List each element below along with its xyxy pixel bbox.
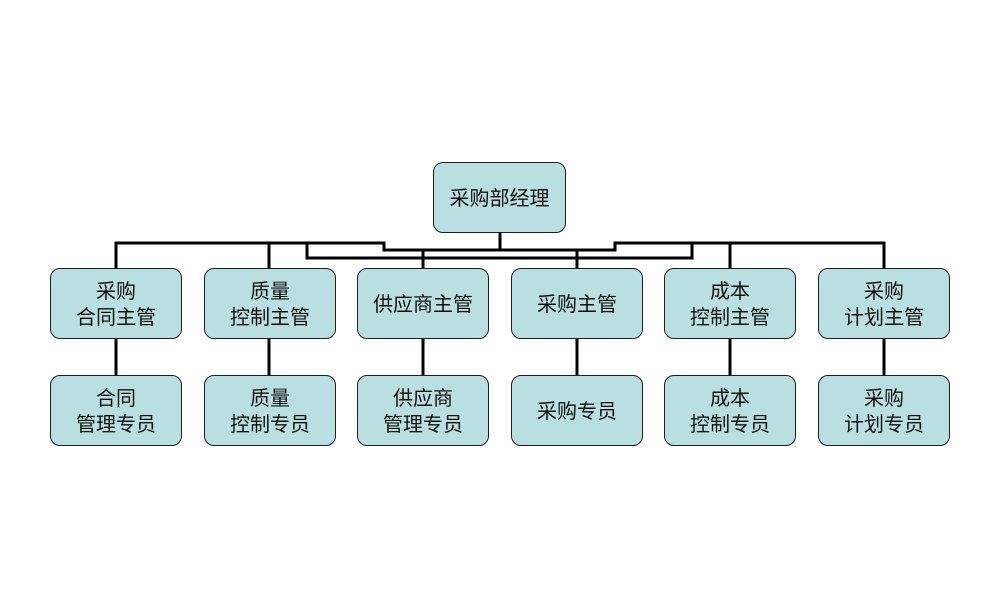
node-label-line: 供应商 — [393, 385, 453, 410]
connector-left-inner — [267, 241, 579, 270]
node-supplier-supervisor: 供应商主管 — [357, 268, 489, 339]
node-purchasing-supervisor: 采购主管 — [511, 268, 643, 339]
node-label-line: 采购 — [864, 278, 904, 303]
node-quality-supervisor: 质量 控制主管 — [204, 268, 336, 339]
node-label-line: 成本 — [710, 278, 750, 303]
node-label-line: 控制专员 — [230, 411, 310, 436]
node-purchasing-manager: 采购部经理 — [433, 162, 566, 233]
node-contract-supervisor: 采购 合同主管 — [50, 268, 182, 339]
node-planning-specialist: 采购 计划专员 — [818, 375, 950, 446]
node-cost-specialist: 成本 控制专员 — [664, 375, 796, 446]
node-planning-supervisor: 采购 计划主管 — [818, 268, 950, 339]
node-supplier-specialist: 供应商 管理专员 — [357, 375, 489, 446]
node-label-line: 控制主管 — [690, 304, 770, 329]
node-quality-specialist: 质量 控制专员 — [204, 375, 336, 446]
node-purchasing-specialist: 采购专员 — [511, 375, 643, 446]
node-contract-specialist: 合同 管理专员 — [50, 375, 182, 446]
node-cost-supervisor: 成本 控制主管 — [664, 268, 796, 339]
node-label-line: 采购专员 — [537, 398, 617, 423]
node-label-line: 采购主管 — [537, 291, 617, 316]
node-label-line: 供应商主管 — [373, 291, 473, 316]
node-label-line: 质量 — [250, 385, 290, 410]
node-label-line: 质量 — [250, 278, 290, 303]
node-label-line: 计划专员 — [844, 411, 924, 436]
node-label-line: 管理专员 — [76, 411, 156, 436]
connector-right-inner — [575, 241, 732, 270]
connector-right-outer — [498, 241, 886, 270]
node-label-line: 管理专员 — [383, 411, 463, 436]
node-label-line: 采购 — [96, 278, 136, 303]
node-label-line: 控制主管 — [230, 304, 310, 329]
node-label-line: 采购 — [864, 385, 904, 410]
node-label-line: 计划主管 — [844, 304, 924, 329]
node-label-line: 合同主管 — [76, 304, 156, 329]
node-label-line: 成本 — [710, 385, 750, 410]
node-label-line: 控制专员 — [690, 411, 770, 436]
node-label-line: 采购部经理 — [449, 185, 550, 210]
node-label-line: 合同 — [96, 385, 136, 410]
